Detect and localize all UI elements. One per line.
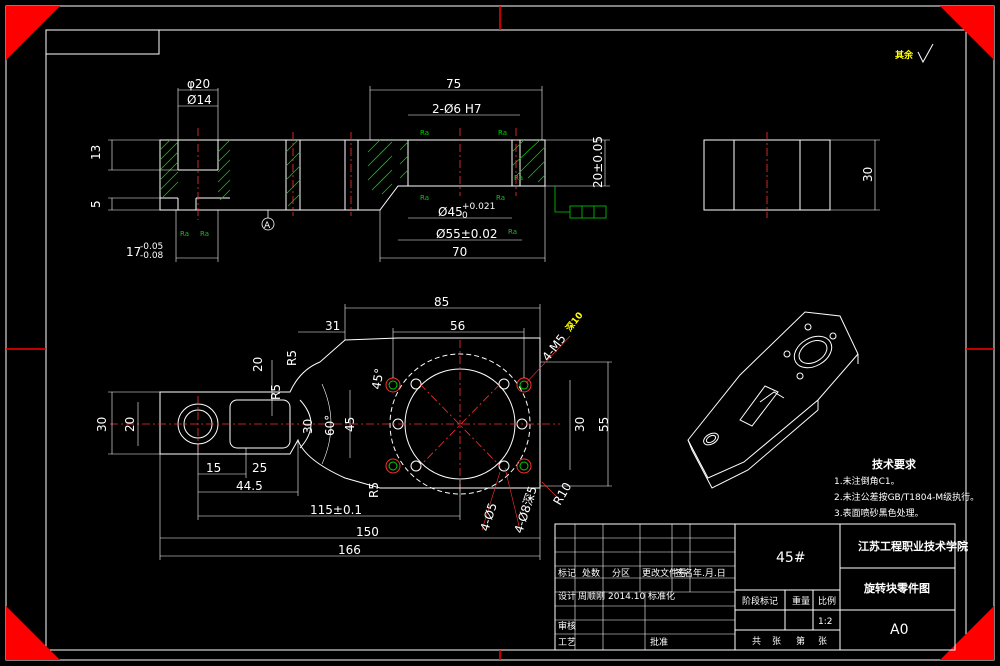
tech-req-title: 技术要求: [872, 457, 917, 471]
tb-sheets-1: 共: [752, 636, 761, 647]
tb-sheet: A0: [890, 622, 908, 638]
dim-len17-tol-dn: -0.08: [140, 251, 164, 261]
title-block: 标记 处数 分区 更改文件号 签名 年.月.日 设计 周顺刚 2014.10 标…: [554, 523, 968, 651]
dim-r5a: R5: [285, 350, 299, 366]
tb-h-zone: 分区: [612, 568, 630, 579]
corner-marks: [6, 6, 994, 660]
svg-text:Ra: Ra: [508, 228, 517, 236]
dim-len75: 75: [446, 77, 461, 91]
tb-material: 45#: [776, 550, 806, 566]
tech-req-item-2: 2.未注公差按GB/T1804-M级执行。: [834, 491, 979, 503]
svg-text:Ra: Ra: [180, 230, 189, 238]
dim-a60: 60°: [323, 415, 337, 436]
dim-d45: Ø45: [438, 205, 463, 219]
tb-h-sign: 签名: [675, 567, 693, 579]
sheet-frame: [5, 5, 995, 661]
side-view: 30: [703, 132, 880, 218]
dim-r5-mid: R5: [269, 384, 283, 400]
tb-h-docno: 更改文件号: [642, 567, 687, 579]
svg-text:Ra: Ra: [498, 129, 507, 137]
tech-req-item-1: 1.未注倒角C1。: [834, 475, 900, 487]
dim-len85: 85: [434, 295, 449, 309]
dim-h55: 55: [597, 417, 611, 432]
tb-weight: 重量: [792, 595, 810, 607]
dim-m5-depth: 深10: [563, 309, 586, 333]
tb-standard: 标准化: [648, 590, 675, 602]
dim-h13: 13: [89, 145, 103, 160]
dim-d14: Ø14: [187, 93, 212, 107]
tb-sheets-2: 张: [772, 636, 781, 647]
tb-h-count: 处数: [582, 567, 600, 579]
dim-w30l: 30: [95, 417, 109, 432]
technical-requirements: 技术要求 1.未注倒角C1。 2.未注公差按GB/T1804-M级执行。 3.表…: [834, 457, 979, 519]
isometric-view: [687, 311, 859, 489]
svg-text:Ra: Ra: [514, 174, 523, 182]
dim-d55: Ø55±0.02: [436, 227, 498, 241]
tb-scale: 1:2: [818, 617, 832, 627]
dim-len166: 166: [338, 543, 361, 557]
dim-w20l: 20: [123, 417, 137, 432]
dim-len17: 17: [126, 245, 141, 259]
dim-r5b: R5: [367, 482, 381, 498]
dim-h20tol: 20±0.05: [591, 136, 605, 188]
centering-marks: [6, 6, 994, 660]
tb-scale-label: 比例: [818, 595, 836, 607]
tb-h-mark: 标记: [558, 567, 576, 579]
dim-d20: φ20: [187, 77, 210, 91]
dim-w45: 45: [343, 417, 357, 432]
surface-roughness-note: 其余: [895, 43, 934, 64]
tb-process: 工艺: [558, 637, 576, 648]
dim-side-h30: 30: [861, 167, 875, 182]
plan-view: 85 31 56 4-M5 深10 R5 20 R5 45° 30 20 30 …: [95, 295, 612, 560]
tb-review: 审核: [558, 620, 576, 632]
dim-len56: 56: [450, 319, 465, 333]
tb-school: 江苏工程职业技术学院: [858, 539, 968, 553]
dim-a45: 45°: [369, 367, 386, 390]
tb-design: 设计: [558, 590, 576, 602]
dim-holes: 2-Ø6 H7: [432, 102, 482, 116]
dim-len25: 25: [252, 461, 267, 475]
svg-text:Ra: Ra: [420, 129, 429, 137]
svg-text:Ra: Ra: [496, 194, 505, 202]
dim-w30r: 30: [573, 417, 587, 432]
tb-sheets-3: 第: [796, 635, 805, 647]
svg-text:Ra: Ra: [200, 230, 209, 238]
dim-d8: 4-Ø8深5: [512, 484, 540, 535]
dim-len70: 70: [452, 245, 467, 259]
tb-designer: 周顺刚: [578, 591, 605, 602]
tech-req-item-3: 3.表面喷砂黑色处理。: [834, 507, 924, 519]
dim-d45-tol: +0.021: [462, 202, 495, 212]
tb-sheets-4: 张: [818, 636, 827, 647]
dim-h5: 5: [89, 200, 103, 208]
tb-design-date: 2014.10: [608, 592, 645, 602]
dim-r10: R10: [550, 480, 574, 507]
dim-w20: 20: [251, 357, 265, 372]
dim-m5: 4-M5: [539, 332, 568, 364]
tb-part-name: 旋转块零件图: [863, 581, 930, 595]
tb-approve: 批准: [650, 636, 668, 648]
tb-h-date: 年.月.日: [693, 567, 726, 579]
svg-text:Ra: Ra: [420, 194, 429, 202]
datum-label: A: [264, 221, 271, 231]
surface-note-label: 其余: [895, 49, 914, 61]
dim-len15: 15: [206, 461, 221, 475]
dim-len31: 31: [325, 319, 340, 333]
dim-len44: 44.5: [236, 479, 263, 493]
dim-len17-tol-up: -0.05: [140, 242, 163, 252]
dim-len150: 150: [356, 525, 379, 539]
tb-stage: 阶段标记: [742, 595, 778, 607]
dim-d45-tol2: 0: [462, 211, 468, 221]
dim-d5: 4-Ø5: [478, 501, 500, 533]
dim-len115: 115±0.1: [310, 503, 362, 517]
dim-w30b: 30: [301, 419, 315, 434]
